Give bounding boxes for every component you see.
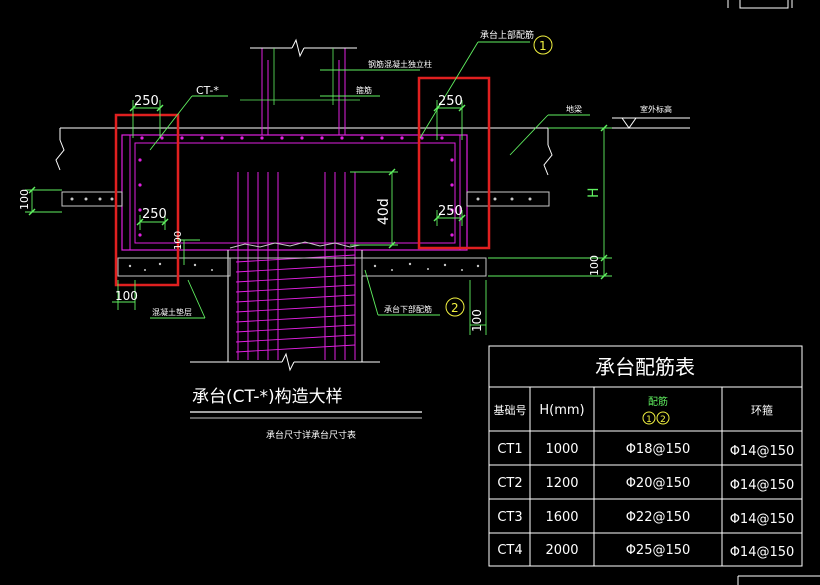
pile xyxy=(190,250,380,372)
table-header-hoop: 环箍 xyxy=(751,403,773,417)
label-column-rebar: 钢筋混凝土独立柱 xyxy=(368,59,432,69)
label-top-rebar: 承台上部配筋 xyxy=(480,29,534,41)
table-cell-h: 1600 xyxy=(545,510,578,525)
table-cell-hoop: Φ14@150 xyxy=(730,444,795,459)
table-header-h: H(mm) xyxy=(539,403,584,418)
column-rebar xyxy=(240,48,360,105)
table-cell-h: 1200 xyxy=(545,476,578,491)
dim-250-top-left: 250 xyxy=(134,94,159,109)
marker-2: 2 xyxy=(451,301,459,315)
dim-100-right-vertical: 100 xyxy=(588,255,601,276)
label-elevation: 室外标高 xyxy=(640,104,672,114)
dimension-lines xyxy=(25,41,612,335)
drawing-title-block: 承台(CT-*)构造大样 承台尺寸详承台尺寸表 xyxy=(190,387,422,441)
elevation-marker xyxy=(612,117,690,129)
table-cell-hoop: Φ14@150 xyxy=(730,478,795,493)
drawing-subtitle: 承台尺寸详承台尺寸表 xyxy=(266,429,356,441)
dim-100-bottom-left: 100 xyxy=(115,289,138,303)
table-cell-rebar: Φ22@150 xyxy=(626,510,691,525)
table-cell-rebar: Φ20@150 xyxy=(626,476,691,491)
table-cell-hoop: Φ14@150 xyxy=(730,545,795,560)
table-marker-circle-1 xyxy=(642,411,656,425)
dim-40d: 40d xyxy=(376,198,392,225)
dim-h: H xyxy=(586,187,602,198)
table-cell-h: 2000 xyxy=(545,543,578,558)
table-header-rebar: 配筋 xyxy=(648,395,668,408)
dim-250-mid-left: 250 xyxy=(142,207,167,222)
marker-1: 1 xyxy=(539,39,547,53)
callout-circle-1 xyxy=(533,35,553,55)
top-rebar-dots xyxy=(138,136,454,237)
ground-beams xyxy=(61,191,550,207)
top-right-frame xyxy=(727,0,793,9)
table-row: CT3 1600 Φ22@150 Φ14@150 xyxy=(497,510,794,527)
drawing-title: 承台(CT-*)构造大样 xyxy=(192,387,343,407)
dim-100-left-vertical: 100 xyxy=(18,189,31,210)
pile-top xyxy=(229,241,361,249)
table-cell-id: CT4 xyxy=(497,543,522,558)
column xyxy=(250,47,357,135)
table-row: CT4 2000 Φ25@150 Φ14@150 xyxy=(497,543,794,560)
table-row: CT1 1000 Φ18@150 Φ14@150 xyxy=(497,442,794,459)
table-marker-1: 1 xyxy=(646,415,652,425)
table-header-id: 基础号 xyxy=(494,404,527,417)
dim-100-bottom-right: 100 xyxy=(470,309,484,332)
highlight-box-left xyxy=(114,113,180,287)
label-ground-beam: 地梁 xyxy=(566,104,582,114)
label-ct: CT-* xyxy=(196,84,219,97)
label-bottom-rebar: 承台下部配筋 xyxy=(384,304,432,314)
table-cell-id: CT3 xyxy=(497,510,522,525)
table-cell-hoop: Φ14@150 xyxy=(730,512,795,527)
rebar-table xyxy=(488,345,803,567)
table-cell-id: CT2 xyxy=(497,476,522,491)
table-cell-id: CT1 xyxy=(497,442,522,457)
table-marker-circle-2 xyxy=(656,411,670,425)
table-cell-rebar: Φ25@150 xyxy=(626,543,691,558)
highlight-box-right xyxy=(417,76,491,250)
callout-circle-2 xyxy=(445,297,465,317)
dim-250-mid-right: 250 xyxy=(438,204,463,219)
label-cushion: 混凝土垫层 xyxy=(152,307,192,317)
table-marker-2: 2 xyxy=(660,415,666,425)
label-stirrup: 箍筋 xyxy=(356,85,372,95)
cushion-slab xyxy=(117,257,487,277)
table-title: 承台配筋表 xyxy=(595,355,695,379)
table-cell-h: 1000 xyxy=(545,442,578,457)
dim-250-top-right: 250 xyxy=(438,94,463,109)
dim-100-small-vertical: 100 xyxy=(173,231,184,250)
pile-spiral xyxy=(235,254,356,353)
table-row: CT2 1200 Φ20@150 Φ14@150 xyxy=(497,476,794,493)
table-cell-rebar: Φ18@150 xyxy=(626,442,691,457)
bottom-right-frame xyxy=(737,575,820,585)
